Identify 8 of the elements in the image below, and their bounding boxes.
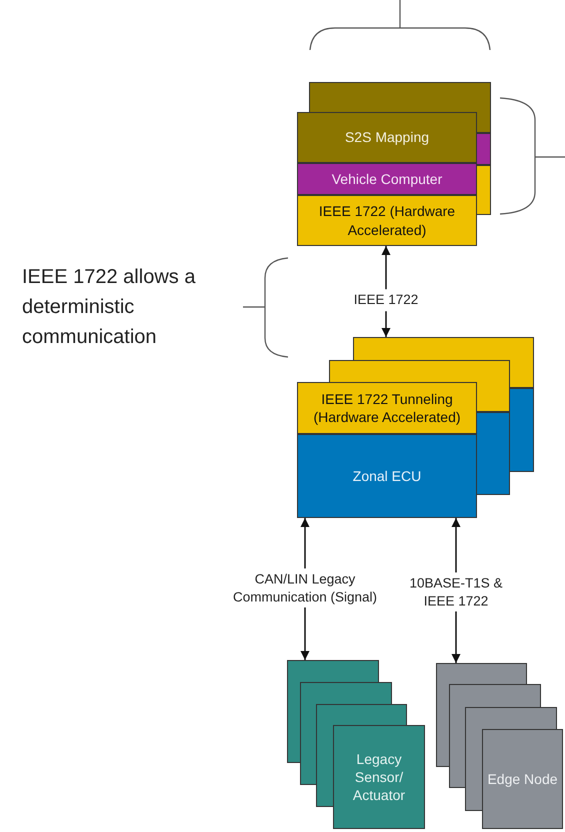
note-text: IEEE 1722 allows a deterministic communication xyxy=(22,265,196,350)
module-label: IEEE 1722 (Hardware Accelerated) xyxy=(318,202,456,239)
module-label: S2S Mapping xyxy=(344,128,430,147)
module-label: Edge Node xyxy=(486,770,559,788)
module-label: Zonal ECU xyxy=(352,466,422,486)
module-label: Vehicle Computer xyxy=(330,170,444,188)
module-label: Legacy Sensor/ Actuator xyxy=(352,750,406,804)
module-label: IEEE 1722 Tunneling (Hardware Accelerated) xyxy=(312,390,462,426)
